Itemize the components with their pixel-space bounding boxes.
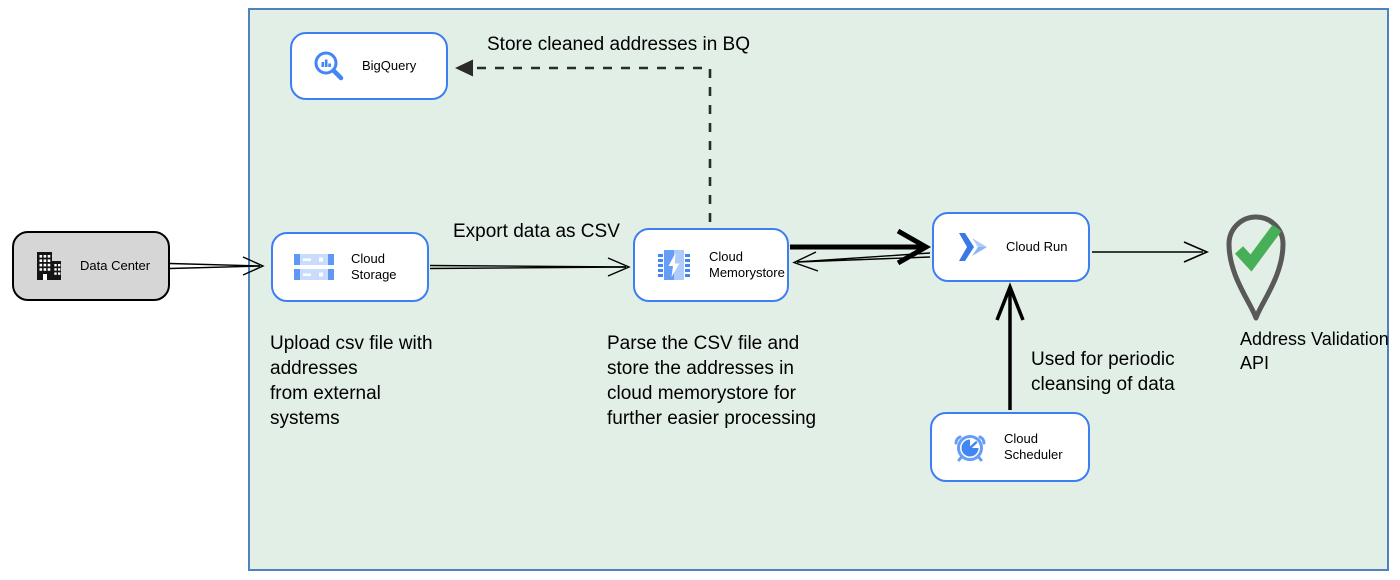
cloud-run-chevron-icon [954,230,990,264]
storage-buckets-icon [293,252,335,282]
node-label: BigQuery [362,58,417,73]
gcp-boundary-container [248,8,1389,571]
scheduler-alarm-clock-icon [952,429,988,465]
annotation-parse-desc: Parse the CSV file and store the address… [607,333,817,429]
node-label: Cloud Storage [351,251,397,282]
node-label: Cloud Scheduler [1004,431,1063,462]
node-bigquery[interactable]: BigQuery [290,32,448,100]
annotation-export-csv: Export data as CSV [453,221,620,242]
node-cloud-memorystore[interactable]: Cloud Memorystore [633,228,789,302]
bigquery-magnifier-icon [312,49,346,83]
node-data-center[interactable]: Data Center [12,231,170,301]
node-address-validation-api[interactable] [1220,206,1292,331]
annotation-store-bq: Store cleaned addresses in BQ [487,34,750,55]
memorystore-chip-icon [655,247,693,283]
address-validation-label: Address Validation API [1240,329,1389,373]
node-cloud-storage[interactable]: Cloud Storage [271,232,429,302]
node-cloud-run[interactable]: Cloud Run [932,212,1090,282]
node-label: Cloud Memorystore [709,249,785,280]
annotation-upload-desc: Upload csv file with addresses from exte… [270,333,433,429]
map-pin-check-icon [1226,214,1286,321]
building-icon [34,250,64,282]
node-label: Cloud Run [1006,239,1068,254]
node-cloud-scheduler[interactable]: Cloud Scheduler [930,412,1090,482]
annotation-periodic-desc: Used for periodic cleansing of data [1031,349,1175,395]
node-label: Data Center [80,258,151,273]
